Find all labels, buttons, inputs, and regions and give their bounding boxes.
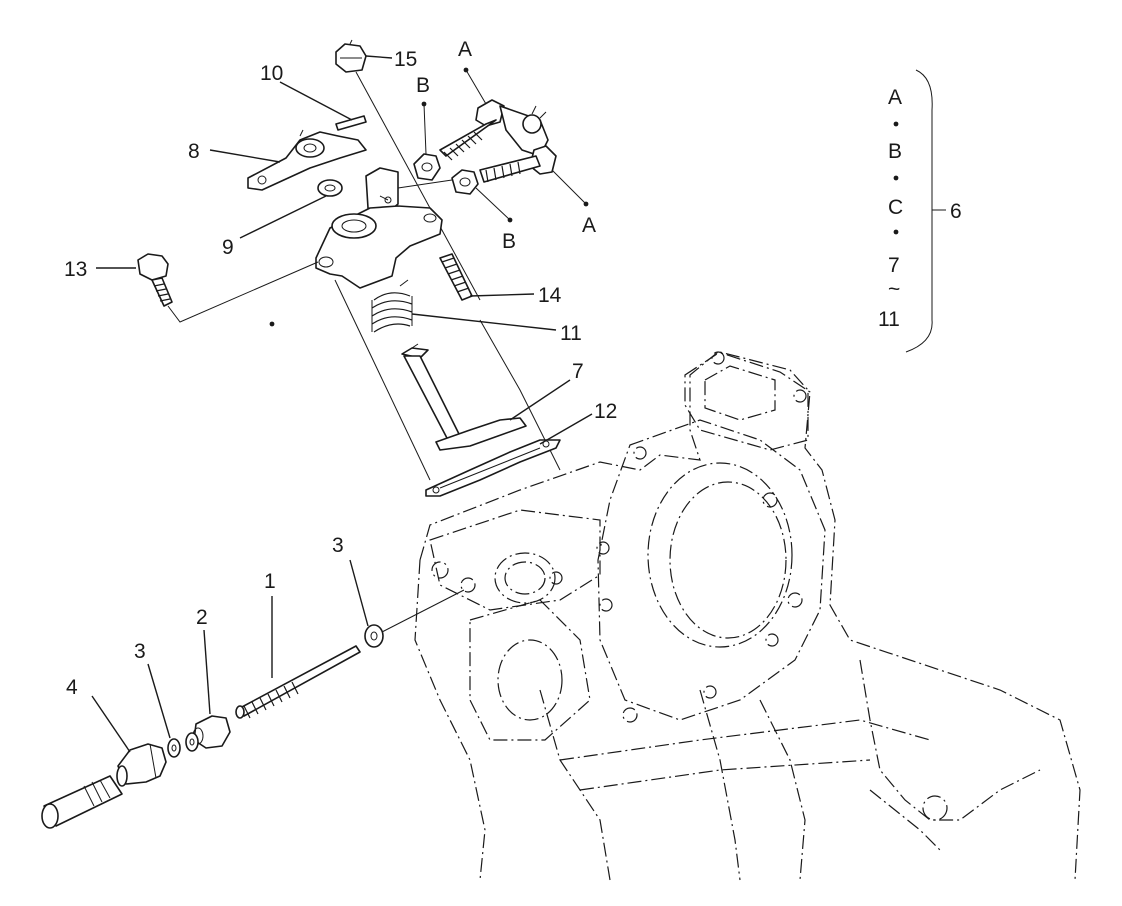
lower-bolt-a: [479, 145, 557, 183]
leader-11: [411, 313, 557, 331]
nut-b-upper: [413, 153, 441, 181]
callout-a-top: A: [458, 38, 472, 61]
adjusting-bolt-1: [235, 645, 361, 719]
callout-10: 10: [260, 62, 283, 85]
legend-group-number: 6: [950, 200, 962, 223]
cap-nut-4: [116, 743, 167, 787]
leader-15: [365, 55, 393, 59]
leader-10: [279, 81, 353, 121]
protective-cap: [41, 775, 123, 829]
governor-bracket-body: [315, 167, 443, 289]
callout-15: 15: [394, 48, 417, 71]
legend-range-mark: ~: [888, 278, 900, 301]
spring-11: [371, 279, 413, 333]
assembly-line-nut: [355, 71, 481, 301]
assembly-line-bolt: [167, 261, 319, 323]
bolt-13: [137, 253, 173, 307]
legend-item-c: C: [888, 196, 903, 219]
legend-item-7: 7: [888, 254, 900, 277]
callout-12: 12: [594, 400, 617, 423]
washer-3-lower: [167, 738, 181, 758]
callout-9: 9: [222, 236, 234, 259]
gear-case-housing: [414, 351, 1081, 881]
washer-3-upper: [364, 624, 384, 648]
leader-7: [509, 379, 571, 421]
lock-nut-2: [185, 715, 231, 752]
reference-dot-c: [269, 321, 275, 327]
lever-shaft-7: [401, 343, 527, 451]
callout-a-bottom: A: [582, 214, 596, 237]
callout-11: 11: [560, 322, 582, 345]
legend-bracket: [905, 69, 933, 353]
callout-7: 7: [572, 360, 584, 383]
legend-item-a: A: [888, 86, 902, 109]
callout-4: 4: [66, 676, 78, 699]
legend-dot: [893, 175, 899, 181]
callout-3-lower: 3: [134, 640, 146, 663]
assembly-line-nut-b: [397, 179, 453, 189]
gasket-12: [425, 439, 561, 497]
leader-14: [469, 293, 535, 297]
callout-8: 8: [188, 140, 200, 163]
leader-8: [209, 149, 281, 163]
leader-4: [91, 695, 131, 753]
legend-dot: [893, 229, 899, 235]
callout-14: 14: [538, 284, 562, 307]
callout-2: 2: [196, 606, 208, 629]
callout-13: 13: [64, 258, 87, 281]
leader-9: [239, 195, 327, 239]
legend-group-6: A B C 7 ~ 11 6: [878, 69, 962, 353]
legend-dot: [893, 121, 899, 127]
leader-2: [203, 629, 211, 715]
pin-10: [335, 115, 367, 131]
leader-3-lower: [147, 663, 171, 739]
flange-nut-15: [335, 39, 367, 73]
legend-item-b: B: [888, 140, 902, 163]
upper-bolt-a: [439, 99, 549, 161]
nut-b-lower: [451, 169, 479, 195]
washer-9: [317, 179, 343, 197]
callout-b-top: B: [416, 74, 430, 97]
callout-1: 1: [264, 570, 276, 593]
assembly-line-bolt-1: [381, 589, 465, 633]
leader-12: [539, 413, 593, 445]
callout-3-upper: 3: [332, 534, 344, 557]
leader-3-upper: [349, 559, 369, 627]
assembly-line-shaft: [334, 279, 431, 481]
legend-item-11: 11: [878, 308, 900, 331]
lever-8: [247, 129, 367, 191]
callout-b-bottom: B: [502, 230, 516, 253]
